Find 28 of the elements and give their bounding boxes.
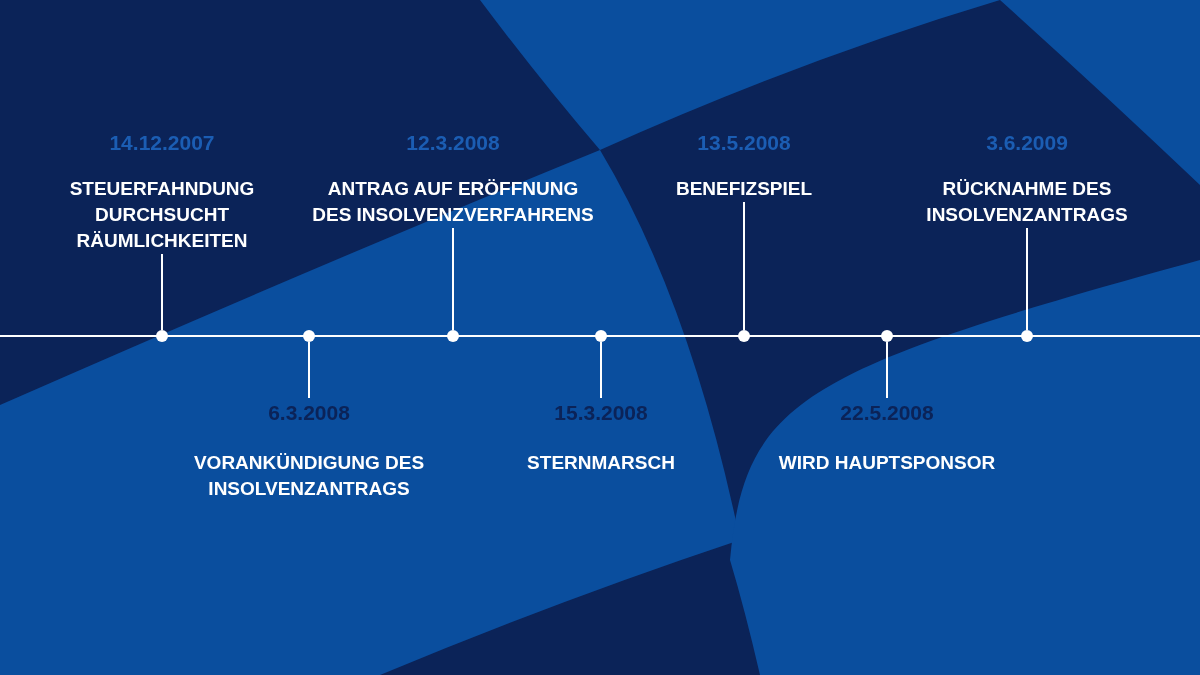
event-date: 3.6.2009 bbox=[986, 130, 1068, 156]
timeline-dot bbox=[738, 330, 750, 342]
event-description: STEUERFAHNDUNG DURCHSUCHT RÄUMLICHKEITEN bbox=[68, 177, 256, 253]
leader-line bbox=[1026, 227, 1028, 331]
event-date: 22.5.2008 bbox=[840, 400, 934, 426]
timeline-dot bbox=[881, 330, 893, 342]
event-date: 12.3.2008 bbox=[406, 130, 500, 156]
leader-line bbox=[161, 253, 163, 331]
timeline-dot bbox=[156, 330, 168, 342]
event-description: BENEFIZSPIEL bbox=[675, 177, 813, 201]
timeline-dot bbox=[447, 330, 459, 342]
event-date: 15.3.2008 bbox=[554, 400, 648, 426]
leader-line bbox=[600, 341, 602, 399]
leader-line bbox=[308, 341, 310, 399]
event-description: STERNMARSCH bbox=[527, 451, 675, 475]
event-description: VORANKÜNDIGUNG DES INSOLVENZANTRAGS bbox=[192, 451, 426, 501]
event-description: ANTRAG AUF ERÖFFNUNG DES INSOLVENZVERFAHRENS bbox=[311, 177, 595, 227]
event-date: 13.5.2008 bbox=[697, 130, 791, 156]
leader-line bbox=[452, 227, 454, 331]
leader-line bbox=[886, 341, 888, 399]
event-description: RÜCKNAHME DES INSOLVENZANTRAGS bbox=[925, 177, 1129, 227]
event-date: 14.12.2007 bbox=[109, 130, 215, 156]
event-description: WIRD HAUPTSPONSOR bbox=[778, 451, 996, 475]
leader-line bbox=[743, 201, 745, 331]
timeline-dot bbox=[303, 330, 315, 342]
timeline-dot bbox=[595, 330, 607, 342]
timeline-dot bbox=[1021, 330, 1033, 342]
event-date: 6.3.2008 bbox=[268, 400, 350, 426]
